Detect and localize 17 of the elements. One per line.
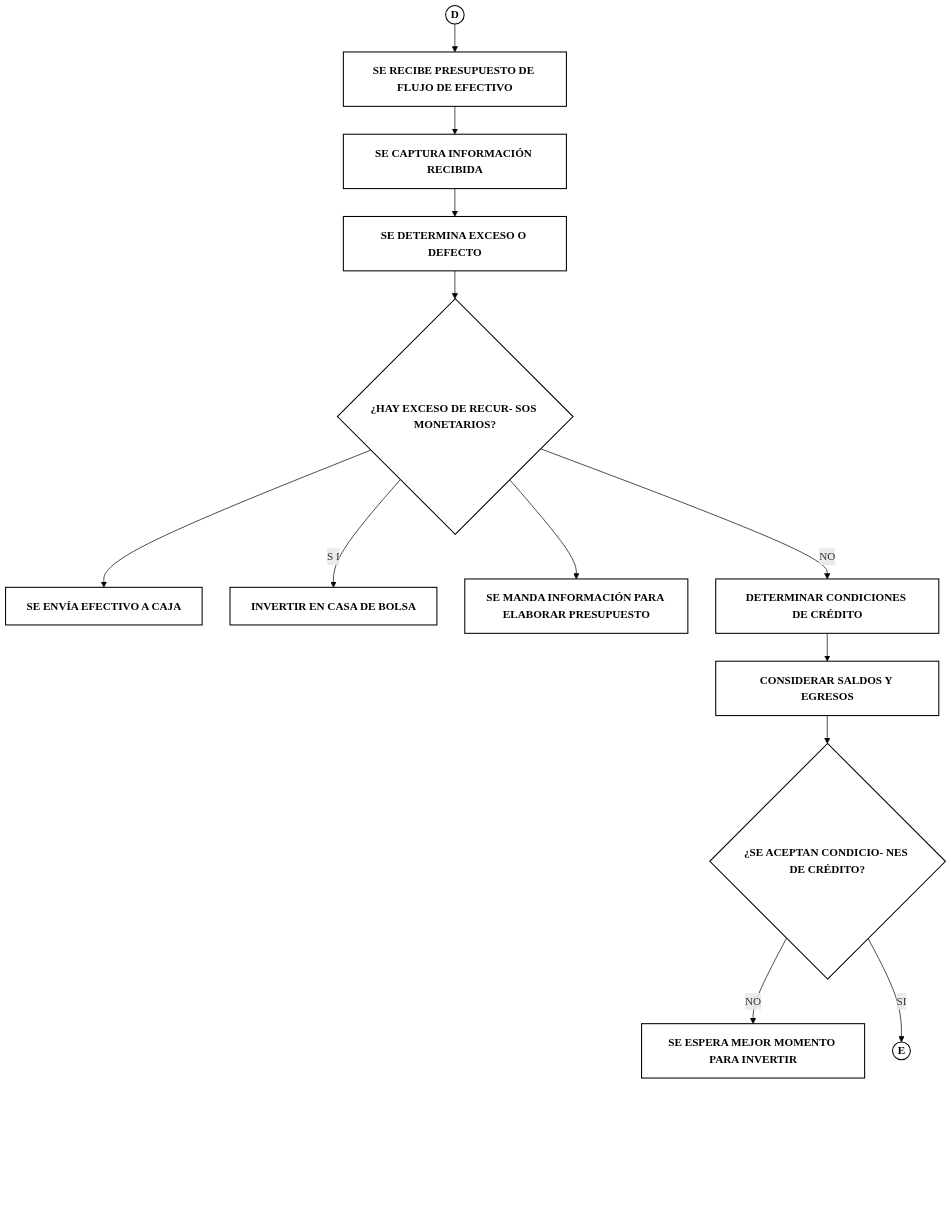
node-box: SE MANDA INFORMACIÓN PARA ELABORAR PRESUPUESTO [464, 578, 689, 634]
node-circle: D [445, 5, 465, 25]
node-circle: E [891, 1041, 911, 1061]
node-box: CONSIDERAR SALDOS Y EGRESOS [715, 660, 940, 717]
edge-label: NO [745, 995, 762, 1007]
node-diamond: ¿HAY EXCESO DE RECUR- SOS MONETARIOS? [336, 298, 574, 536]
node-box: SE DETERMINA EXCESO O DEFECTO [342, 215, 567, 272]
node-box: INVERTIR EN CASA DE BOLSA [229, 586, 438, 626]
node-diamond: ¿SE ACEPTAN CONDICIO- NES DE CRÉDITO? [709, 742, 947, 980]
node-box: SE RECIBE PRESUPUESTO DE FLUJO DE EFECTIVO [342, 51, 567, 107]
node-box: SE ENVÍA EFECTIVO A CAJA [5, 586, 203, 626]
node-box: DETERMINAR CONDICIONES DE CRÉDITO [715, 578, 940, 634]
node-box: SE ESPERA MEJOR MOMENTO PARA INVERTIR [641, 1023, 866, 1079]
edge-label: S I [327, 550, 340, 563]
edge-label: SI [896, 995, 907, 1007]
node-box: SE CAPTURA INFORMACIÓN RECIBIDA [342, 133, 567, 190]
edge-label: NO [819, 550, 836, 563]
